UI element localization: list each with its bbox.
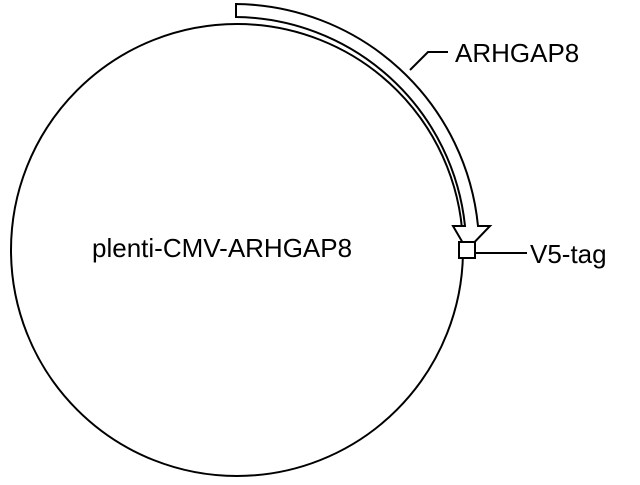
v5-tag-box [458,241,476,259]
arhgap8-gene-arrow [235,2,493,252]
plasmid-name-label: plenti-CMV-ARHGAP8 [92,233,352,263]
arhgap8-label: ARHGAP8 [455,38,579,68]
arhgap8-leader-line [409,51,448,71]
v5-tag-label: V5-tag [530,239,607,269]
